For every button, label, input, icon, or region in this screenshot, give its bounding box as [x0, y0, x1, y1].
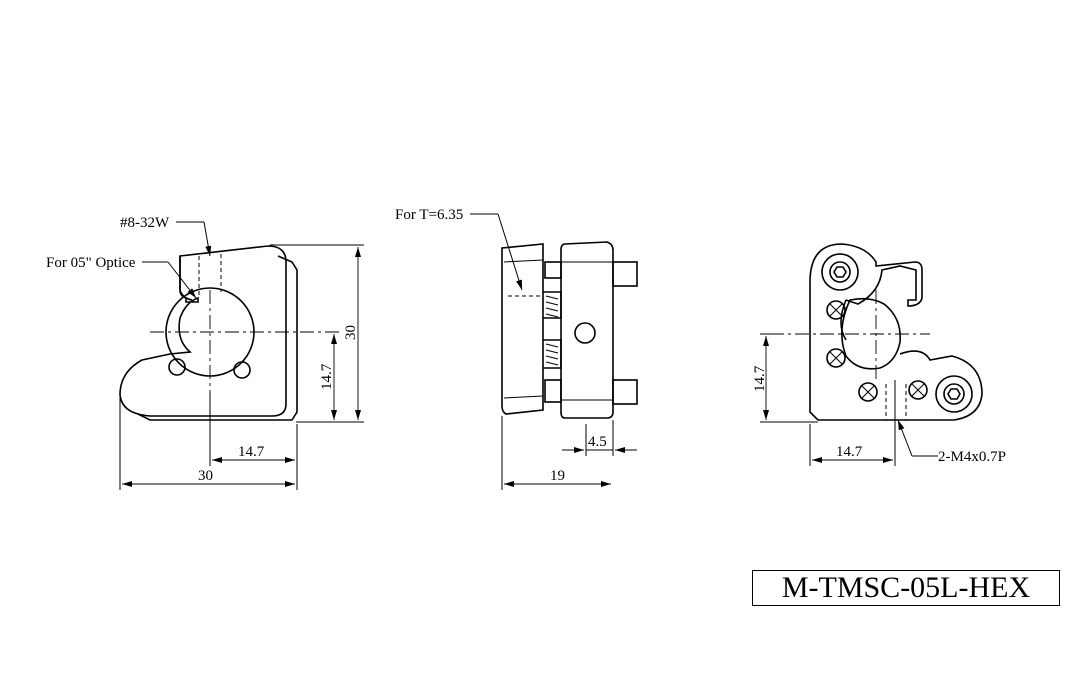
side-view-dim-offset: 4.5: [588, 434, 607, 450]
side-view-dim-depth: 19: [550, 468, 565, 484]
front-view-dim-width: 30: [198, 468, 213, 484]
hex-socket-icon: [833, 266, 847, 278]
front-view-dim-center-width: 14.7: [238, 444, 265, 460]
rear-view-dim-center-height: 14.7: [752, 365, 768, 392]
side-view-hole: [574, 322, 596, 344]
front-view-dim-height: 30: [343, 325, 359, 340]
rear-view-cross-screw-2: [826, 348, 846, 368]
side-view-nub-top: [544, 261, 562, 279]
side-view-pin-bottom: [612, 379, 638, 405]
rear-view-lower-lobe: [818, 350, 983, 421]
front-view-callout-optic: For 05" Optice: [46, 255, 136, 271]
rear-view-cross-screw-4: [908, 380, 928, 400]
rear-view-dim-center-width: 14.7: [836, 444, 863, 460]
front-view: #8-32W For 05" Optice 30 14.7 14.7 30: [46, 215, 364, 490]
side-view-screw-upper: [543, 291, 562, 319]
side-view: For T=6.35 4.5 19: [395, 207, 638, 490]
front-view-screw-right: [233, 361, 251, 379]
front-view-back-plate: [137, 255, 298, 421]
part-number-title: M-TMSC-05L-HEX: [752, 570, 1060, 606]
rear-view-cross-screw-1: [826, 300, 846, 320]
side-view-rear-body: [560, 241, 614, 419]
rear-view-bore: [841, 297, 901, 370]
rear-view-callout-thread: 2-M4x0.7P: [938, 449, 1006, 465]
side-view-pin-top: [612, 261, 638, 287]
front-view-body-outline: [119, 245, 287, 417]
side-view-callout-thickness: For T=6.35: [395, 207, 463, 223]
rear-view: 14.7 14.7 2-M4x0.7P: [752, 243, 1006, 466]
rear-view-cross-screw-3: [858, 382, 878, 402]
front-view-slot: [179, 256, 193, 301]
hex-socket-icon: [947, 388, 961, 400]
front-view-screw-left: [168, 358, 186, 376]
front-view-dim-center-height: 14.7: [319, 363, 335, 390]
rear-view-hex-screw-bottom: [935, 375, 973, 413]
front-view-callout-thread: #8-32W: [120, 215, 170, 231]
side-view-nub-bottom: [544, 379, 562, 403]
side-view-front-plate: [501, 243, 544, 415]
rear-view-hex-screw-top: [821, 253, 859, 291]
rear-view-body-outline: [809, 243, 923, 421]
